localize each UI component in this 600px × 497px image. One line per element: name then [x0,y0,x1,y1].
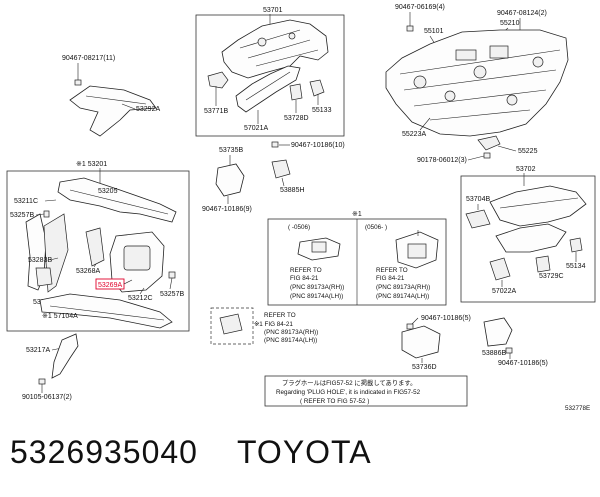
part-53771b [207,71,229,89]
label-range-right: (0506- ) [365,224,387,231]
note-refer: ( REFER TO FIG 57-52 ) [300,398,369,405]
part-53886b [483,317,513,347]
label-53886b: 53886B [482,350,506,357]
label-53269a: 53269A [98,282,122,289]
label-57021a: 57021A [244,125,268,132]
label-53268a: 53268A [76,268,100,275]
part-53701-apron [221,19,329,79]
part-mid-bracket [219,313,243,335]
label-57022a: 57022A [492,288,516,295]
label-55223a: 55223A [402,131,426,138]
label-90467-08124: 90467-08124(2) [497,10,547,17]
label-53201: ※1 53201 [76,161,107,168]
label-90467-10186-10: 90467-10186(10) [291,142,345,149]
label-53257b-left: 53257B [10,212,34,219]
label-pnc-lh-right: (PNC 89174A(LH)) [376,293,429,300]
label-90467-08217: 90467-08217(11) [62,55,115,62]
label-90467-10186-5: 90467-10186(5) [421,315,471,322]
label-pnc-rh-right: (PNC 89173A(RH)) [376,284,430,291]
label-mid-fig: ※1 FIG 84-21 [254,321,293,328]
figure-code: 532778E [565,405,590,412]
label-90467-10186-5b: 90467-10186(5) [498,360,548,367]
label-53728d: 53728D [284,115,309,122]
part-53704b [465,209,491,229]
part-53205 [57,177,177,223]
part-53292a [69,85,157,137]
label-53211c: 53211C [14,198,38,205]
label-55225: 55225 [518,148,538,155]
part-55133 [309,79,325,97]
part-53736d [401,325,441,359]
label-mid-pnc-rh: (PNC 89173A(RH)) [264,329,318,336]
part-53268a [85,227,105,267]
label-53292a: 53292A [136,106,160,113]
plug-hole-note-box [264,375,468,407]
label-range-left: ( -0506) [288,224,310,231]
group-box-53201 [6,170,190,332]
label-53257b-right: 53257B [160,291,184,298]
part-57021a [235,65,301,113]
label-55134: 55134 [566,263,586,270]
label-53736d: 53736D [412,364,437,371]
label-53771b: 53771B [204,108,228,115]
part-53728d [289,83,303,101]
part-53729c [535,255,551,273]
label-refer-to-right: REFER TO [376,267,408,274]
label-53217a: 53217A [26,347,50,354]
label-refer-to-left: REFER TO [290,267,322,274]
label-53702: 53702 [516,166,536,173]
part-53283b [35,267,53,287]
label-90467-10186-9: 90467-10186(9) [202,206,252,213]
part-55134 [569,237,583,253]
part-53885h [271,159,291,179]
label-53212c: 53212C [128,295,153,302]
group-box-53702 [460,175,596,303]
label-55133: 55133 [312,107,332,114]
part-number-caption: 5326935040 TOYOTA [10,434,372,470]
label-53704b: 53704B [466,196,490,203]
part-53702-apron [489,185,587,227]
label-53729c: 53729C [539,273,564,280]
label-pnc-lh-left: (PNC 89174A(LH)) [290,293,343,300]
label-55210: 55210 [500,20,520,27]
label-mid-refer: REFER TO [264,312,296,319]
label-90105: 90105-06137(2) [22,394,72,401]
part-57104a [39,293,173,329]
label-53701: 53701 [263,7,283,14]
part-55101-dash-panel [385,29,569,137]
part-57022a [495,223,567,253]
label-53885h: 53885H [280,187,305,194]
parts-diagram: 53701 53771B 57021A 53728D 55133 90467-0… [6,4,596,412]
label-fig-right: FIG 84-21 [376,275,405,282]
part-55225 [477,135,501,151]
label-pnc-rh-left: (PNC 89173A(RH)) [290,284,344,291]
label-mid-pnc-lh: (PNC 89174A(LH)) [264,337,317,344]
label-55101: 55101 [424,28,444,35]
reference-box-mid [210,307,254,345]
label-53735b: 53735B [219,147,243,154]
label-53283b: 53283B [28,257,52,264]
note-english: Regarding 'PLUG HOLE', it is indicated i… [276,389,421,396]
note-japanese: プラグホールはFIG57-52 に掲載してあります。 [282,378,416,387]
label-90178: 90178-06012(3) [417,157,467,164]
label-star1: ※1 [352,211,362,218]
label-fig-left: FIG 84-21 [290,275,319,282]
part-53735b [215,163,245,197]
label-57104a: ※1 57104A [42,313,78,320]
part-53217a [51,333,79,379]
label-90467-06169: 90467-06169(4) [395,4,445,11]
label-53205: 53205 [98,188,118,195]
